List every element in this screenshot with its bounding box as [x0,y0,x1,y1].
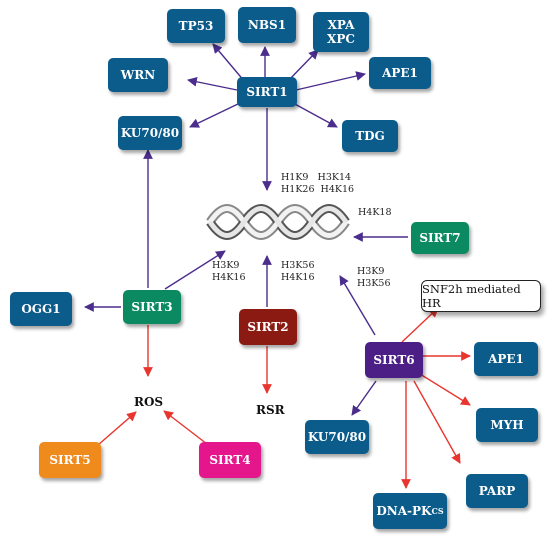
node-ape1-top: APE1 [369,57,431,89]
node-sirt5: SIRT5 [39,442,101,478]
node-ogg1: OGG1 [10,292,72,326]
node-sirt2: SIRT2 [239,309,297,345]
arrow-sirt1-wrn [187,76,238,91]
node-sirt3: SIRT3 [123,290,181,324]
node-tp53: TP53 [167,9,225,43]
node-parp: PARP [466,474,528,508]
arrow-sirt1-tp53 [212,43,246,83]
red-arrows [97,307,471,489]
arrow-sirt6-dna [339,275,376,336]
marks-sirt1-line2: H1K26 H4K16 [281,184,355,195]
node-snf2h-hr: SNF2h mediated HR [421,280,541,312]
node-ku7080-top: KU70/80 [118,116,182,150]
node-ros: ROS [134,395,164,409]
arrow-sirt6-parp [413,380,461,464]
node-xpa-xpc: XPA XPC [313,12,369,52]
arrow-sirt3-dna [164,250,226,290]
histone-arrows [84,149,408,416]
arrow-sirt4-ros [163,410,208,445]
marks-sirt3-line1: H3K9 [212,260,240,271]
node-wrn: WRN [108,58,168,92]
sirt1-arrows [187,43,366,191]
arrow-sirt1-xpa [286,49,319,83]
node-ape1-bottom: APE1 [474,342,538,376]
node-rsr: RSR [256,403,285,417]
dnapk-label: DNA-PK [376,504,432,518]
arrow-sirt1-ape1 [295,71,366,91]
arrow-sirt5-ros [97,411,137,446]
arrow-sirt6-myh [419,373,471,406]
arrow-sirt1-ku7080 [189,102,241,128]
marks-sirt6-line2: H3K56 [357,278,391,289]
node-sirt4: SIRT4 [199,442,261,478]
marks-sirt1-line1: H1K9 H3K14 [281,172,352,183]
node-nbs1: NBS1 [238,7,296,43]
dna-helix-icon [206,204,350,240]
node-sirt1: SIRT1 [237,77,297,107]
arrow-sirt6-hr [401,307,439,343]
node-ku7080-bottom: KU70/80 [305,420,369,454]
xpa-label: XPA [327,18,355,32]
node-sirt6: SIRT6 [365,342,423,378]
xpc-label: XPC [327,32,355,46]
node-sirt7: SIRT7 [411,222,469,254]
marks-sirt7: H4K18 [358,207,392,218]
node-tdg: TDG [342,120,398,152]
marks-sirt3-line2: H4K16 [212,272,246,283]
dnapk-subscript: CS [431,506,444,516]
marks-sirt2-line1: H3K56 [281,260,315,271]
marks-sirt2-line2: H4K16 [281,272,315,283]
arrow-sirt6-ku7080 [351,380,377,416]
arrow-sirt1-tdg [292,102,338,128]
marks-sirt6-line1: H3K9 [357,266,385,277]
node-myh: MYH [476,408,538,442]
